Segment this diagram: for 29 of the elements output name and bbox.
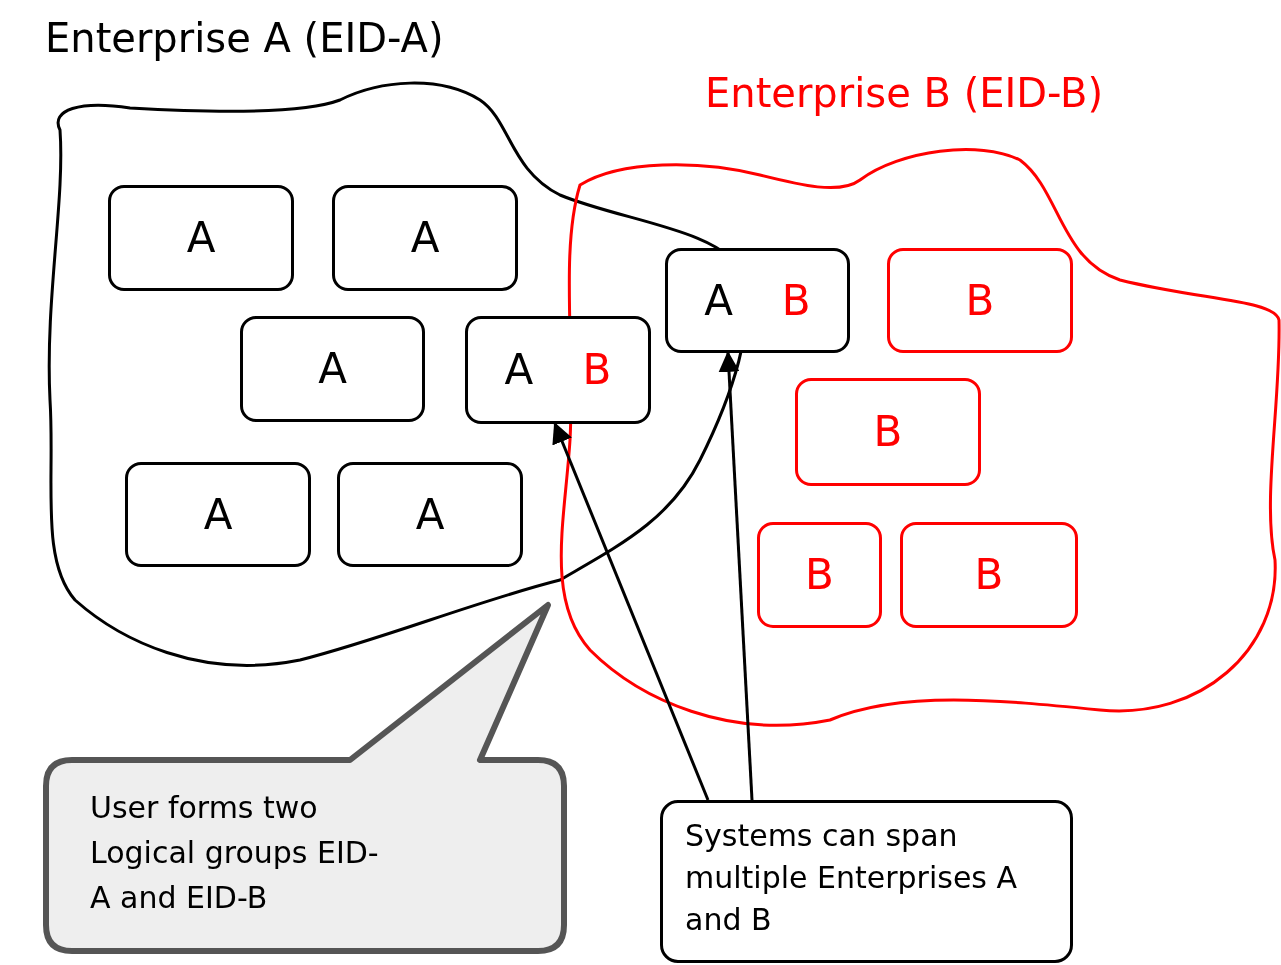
system-letter: B bbox=[805, 554, 834, 596]
group-title: Enterprise A (EID-A) bbox=[45, 15, 444, 61]
system-box bbox=[337, 462, 523, 567]
system-box bbox=[795, 378, 981, 486]
system-letter: B bbox=[873, 411, 903, 453]
system-letter: B bbox=[582, 349, 612, 391]
system-letter: A bbox=[415, 493, 445, 536]
group-title: Enterprise B (EID-B) bbox=[705, 70, 1104, 116]
callout-text: Systems can span multiple Enterprises A and B bbox=[685, 817, 1019, 939]
system-letter: A bbox=[504, 349, 534, 391]
system-box bbox=[900, 522, 1078, 628]
callout-text: User forms two Logical groups EID-A and EID-B bbox=[90, 789, 380, 917]
system-box bbox=[757, 522, 882, 628]
system-letter: A bbox=[186, 217, 216, 259]
system-box bbox=[332, 185, 518, 291]
speech-bubble bbox=[42, 600, 568, 955]
arrow bbox=[552, 422, 710, 801]
system-box bbox=[108, 185, 294, 291]
system-letter: A bbox=[318, 348, 347, 390]
system-letter: A bbox=[704, 279, 734, 322]
system-box bbox=[125, 462, 311, 567]
system-box bbox=[240, 316, 425, 422]
system-letter: A bbox=[410, 217, 440, 259]
system-letter: A bbox=[203, 493, 233, 536]
system-letter: B bbox=[974, 554, 1004, 596]
callout-box bbox=[660, 800, 1073, 963]
system-letter: B bbox=[965, 279, 995, 322]
system-letter: B bbox=[781, 279, 811, 322]
system-box bbox=[887, 248, 1073, 353]
